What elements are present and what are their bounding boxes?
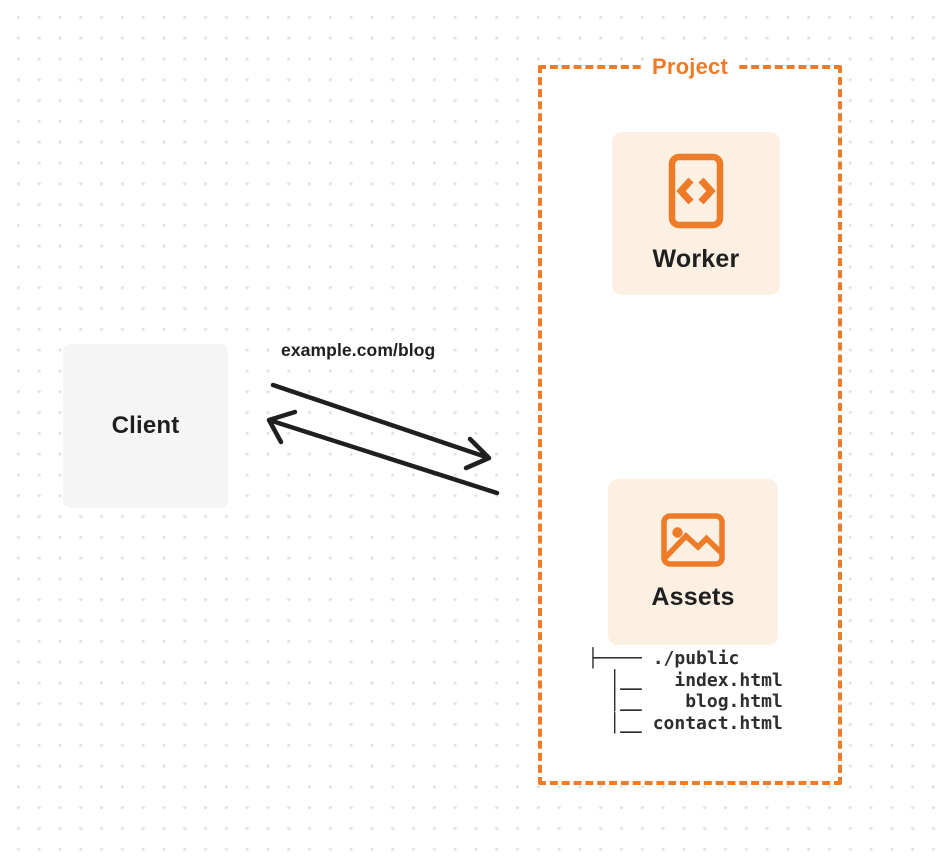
code-file-icon (668, 153, 724, 229)
image-icon-sun (672, 526, 683, 538)
request-url-label: example.com/blog (281, 340, 436, 360)
image-icon (661, 512, 725, 567)
client-node: Client (63, 344, 228, 508)
assets-label: Assets (651, 582, 735, 611)
assets-file-tree: ├──── ./public │__ index.html │__ blog.h… (587, 648, 783, 734)
response-arrow (266, 409, 500, 496)
client-label: Client (111, 412, 180, 439)
project-label: Project (644, 53, 736, 80)
assets-node: Assets (608, 479, 778, 645)
request-response-arrows (266, 382, 500, 496)
worker-node: Worker (612, 132, 780, 295)
request-arrow (270, 382, 492, 471)
project-boundary: Project Worker Assets ├──── ./public │__… (538, 53, 842, 785)
worker-label: Worker (652, 245, 740, 273)
